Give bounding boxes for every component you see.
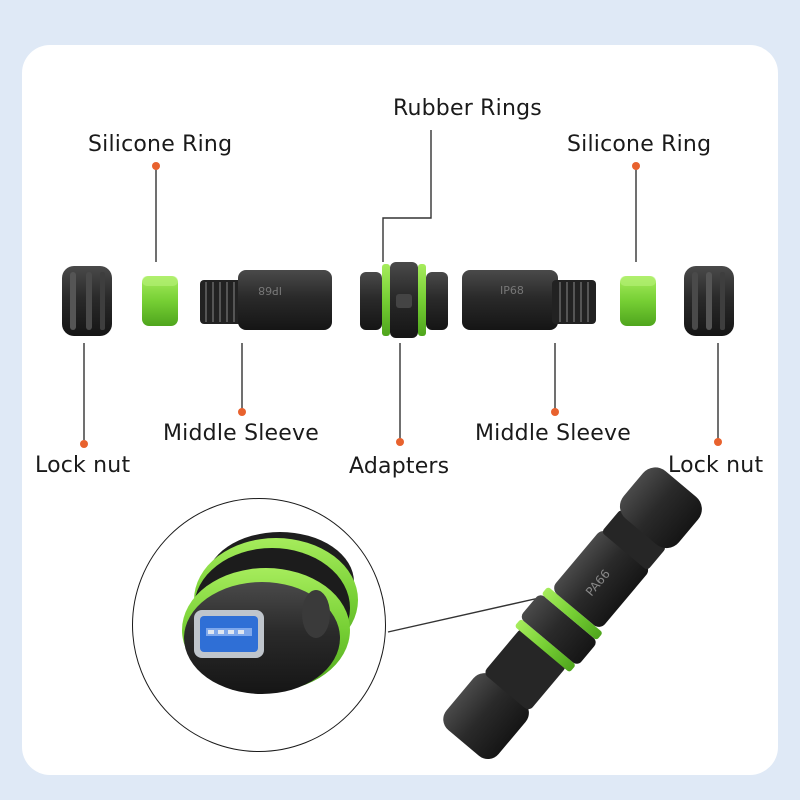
middle-sleeve-right-part: IP68 bbox=[462, 270, 596, 330]
silicone-ring-right-part bbox=[620, 276, 656, 326]
label-rubber-rings: Rubber Rings bbox=[393, 96, 542, 121]
label-adapters: Adapters bbox=[349, 454, 450, 479]
leader-lines bbox=[83, 130, 719, 633]
sleeve-left-marking: IP68 bbox=[258, 284, 282, 297]
label-middle-sleeve-right: Middle Sleeve bbox=[475, 421, 631, 446]
middle-sleeve-left-part: IP68 bbox=[200, 270, 332, 330]
label-silicone-ring-right: Silicone Ring bbox=[567, 132, 712, 157]
assembled-connector: PA66 bbox=[443, 467, 702, 760]
adapter-part bbox=[360, 262, 448, 338]
leader-dots bbox=[80, 162, 722, 448]
label-silicone-ring-left: Silicone Ring bbox=[88, 132, 233, 157]
label-lock-nut-right: Lock nut bbox=[668, 453, 764, 478]
lock-nut-right-part bbox=[684, 266, 734, 336]
lock-nut-left-part bbox=[62, 266, 112, 336]
sleeve-right-marking: IP68 bbox=[500, 284, 524, 297]
label-middle-sleeve-left: Middle Sleeve bbox=[163, 421, 319, 446]
label-lock-nut-left: Lock nut bbox=[35, 453, 131, 478]
silicone-ring-left-part bbox=[142, 276, 178, 326]
